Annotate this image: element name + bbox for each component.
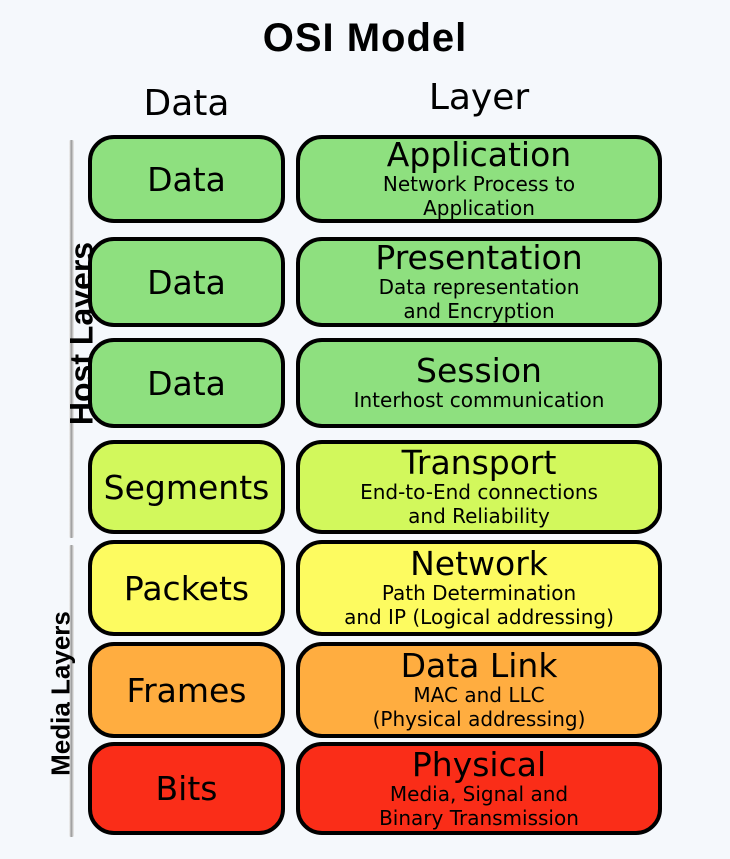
data-unit-label: Bits — [155, 769, 218, 808]
layer-description-line: MAC and LLC — [413, 683, 545, 708]
layer-description-line: and Reliability — [408, 504, 550, 529]
data-unit-box: Frames — [88, 642, 285, 738]
page-title: OSI Model — [262, 16, 468, 60]
data-unit-label: Data — [147, 262, 226, 302]
data-unit-box: Data — [88, 237, 285, 327]
layer-description-line: Data representation — [378, 275, 580, 300]
layer-name: Physical — [411, 744, 547, 784]
data-unit-box: Data — [88, 135, 285, 223]
layer-description-line: Media, Signal and — [389, 781, 569, 806]
data-unit-label: Packets — [123, 568, 250, 608]
data-unit-label: Data — [147, 159, 226, 199]
layer-description-line: Binary Transmission — [379, 805, 579, 830]
layer-name: Data Link — [400, 646, 558, 686]
data-unit-box: Packets — [88, 540, 285, 636]
layer-description-line: Network Process to — [382, 172, 576, 197]
data-unit-label: Data — [147, 363, 226, 403]
data-unit-box: Data — [88, 338, 285, 428]
layer-name: Presentation — [375, 238, 583, 278]
data-unit-box: Bits — [88, 742, 285, 835]
layer-description-line: Interhost communication — [353, 388, 605, 413]
column-header-data: Data — [143, 83, 230, 124]
layer-description-line: and Encryption — [403, 299, 555, 324]
group-label-media-layers: Media Layers — [45, 611, 76, 776]
layer-name: Application — [386, 135, 572, 175]
layer-description-line: Application — [423, 196, 535, 221]
layer-name: Session — [416, 350, 542, 390]
media-layers-bracket — [69, 545, 74, 837]
layer-name: Transport — [401, 443, 557, 483]
column-header-layer: Layer — [428, 77, 530, 118]
data-unit-box: Segments — [88, 440, 285, 534]
layer-description-line: End-to-End connections — [360, 480, 598, 505]
data-unit-label: Segments — [103, 467, 270, 507]
layer-description-line: Path Determination — [381, 581, 577, 606]
layer-name: Network — [410, 544, 548, 584]
layer-description-line: and IP (Logical addressing) — [344, 605, 614, 630]
data-unit-label: Frames — [126, 670, 247, 710]
layer-description-line: (Physical addressing) — [372, 707, 586, 732]
host-layers-bracket — [69, 140, 74, 538]
